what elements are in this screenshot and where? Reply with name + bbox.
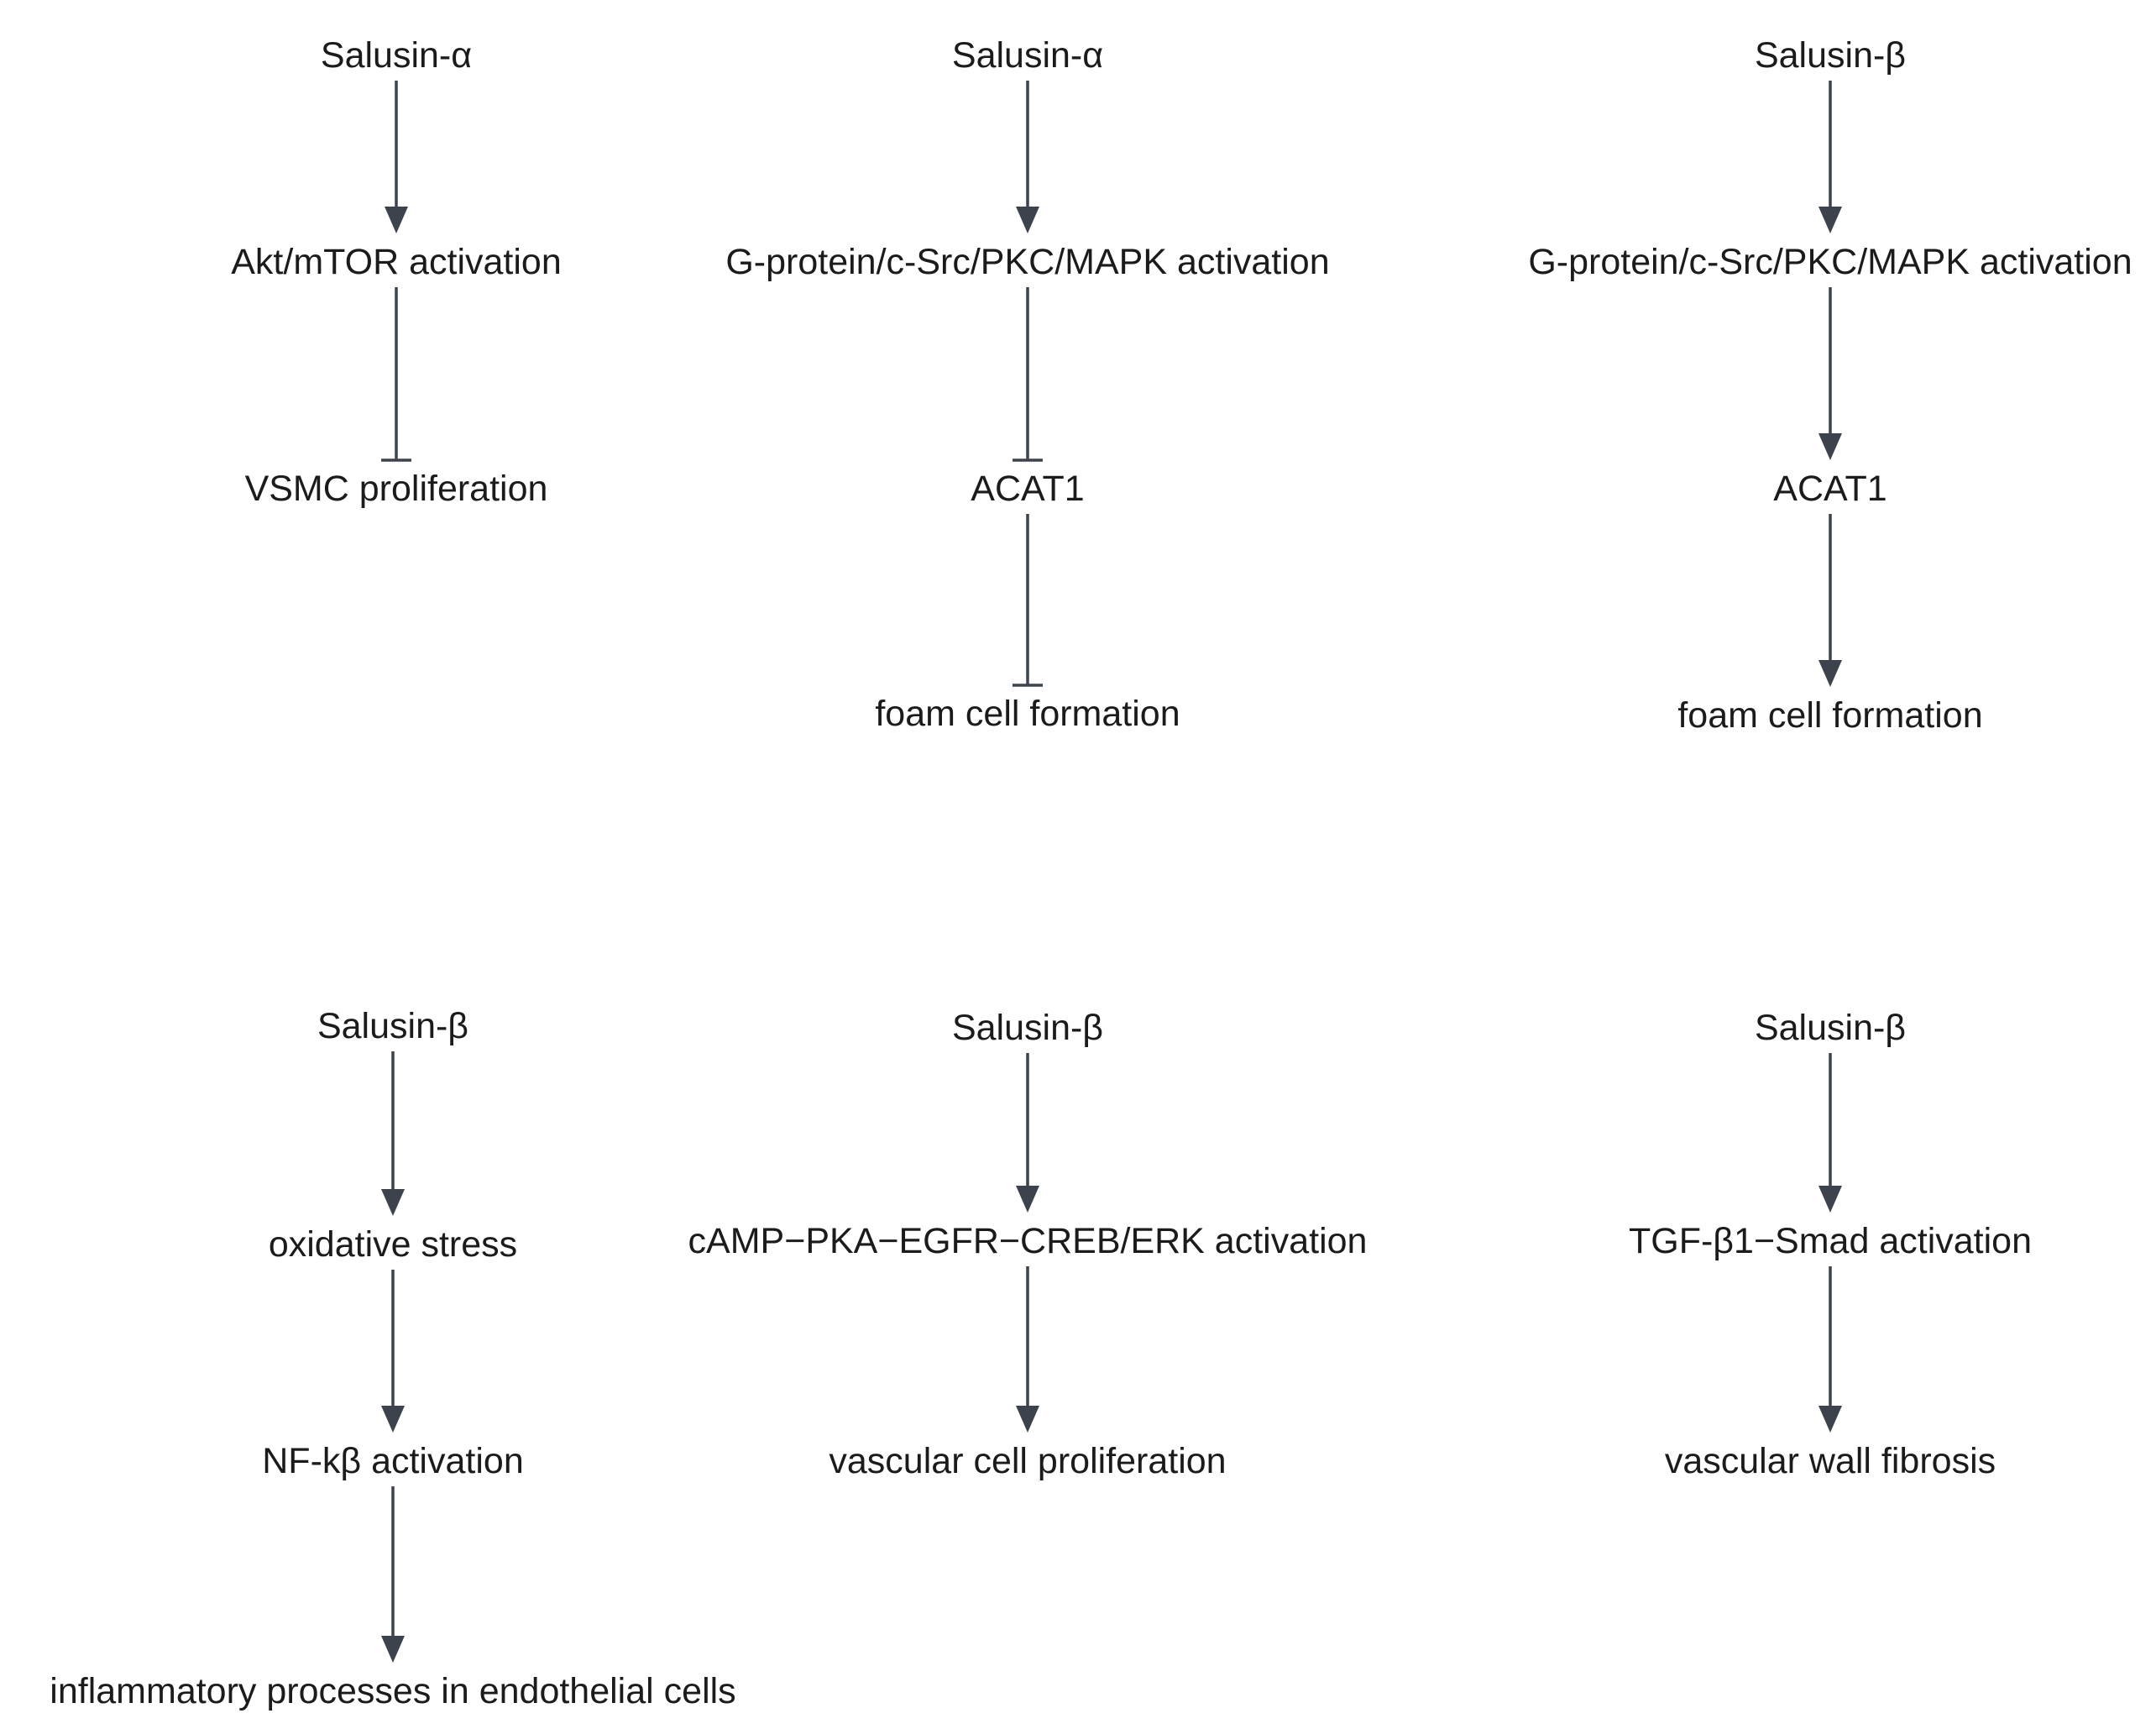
node-label: TGF-β1−Smad activation	[1629, 1221, 2032, 1261]
node-label: G-protein/c-Src/PKC/MAPK activation	[1528, 242, 2132, 282]
node-label: Salusin-α	[952, 35, 1103, 76]
inhibition-connector	[1013, 287, 1043, 462]
activation-arrow	[1016, 1266, 1039, 1433]
activation-arrow	[381, 1270, 405, 1433]
pathway-p3: Salusin-βG-protein/c-Src/PKC/MAPK activa…	[1528, 35, 2132, 736]
node-label: G-protein/c-Src/PKC/MAPK activation	[725, 242, 1329, 282]
node-label: foam cell formation	[875, 694, 1180, 734]
node-label: inflammatory processes in endothelial ce…	[50, 1671, 735, 1711]
pathway-p2: Salusin-αG-protein/c-Src/PKC/MAPK activa…	[725, 35, 1329, 734]
node-label: vascular wall fibrosis	[1665, 1441, 1996, 1481]
arrow-head-icon	[1818, 660, 1842, 687]
activation-arrow	[1818, 1266, 1842, 1433]
node-label: NF-kβ activation	[262, 1441, 523, 1481]
arrow-head-icon	[1818, 207, 1842, 233]
arrow-head-icon	[1016, 207, 1039, 233]
node-label: Akt/mTOR activation	[231, 242, 562, 282]
activation-arrow	[1016, 81, 1039, 233]
node-label: ACAT1	[971, 469, 1084, 509]
activation-arrow	[385, 81, 408, 233]
arrow-head-icon	[381, 1406, 405, 1433]
activation-arrow	[1818, 1053, 1842, 1213]
node-label: cAMP−PKA−EGFR−CREB/ERK activation	[688, 1221, 1368, 1261]
activation-arrow	[1818, 287, 1842, 460]
inhibition-connector	[381, 287, 411, 462]
node-label: Salusin-β	[1755, 1008, 1906, 1048]
activation-arrow	[1818, 514, 1842, 687]
arrow-head-icon	[1818, 1406, 1842, 1433]
arrow-head-icon	[1818, 433, 1842, 460]
node-label: Salusin-β	[317, 1006, 468, 1046]
node-label: foam cell formation	[1677, 695, 1982, 736]
node-label: Salusin-β	[1755, 35, 1906, 76]
activation-arrow	[381, 1051, 405, 1216]
activation-arrow	[381, 1486, 405, 1663]
arrow-head-icon	[381, 1189, 405, 1216]
activation-arrow	[1818, 81, 1842, 233]
node-label: Salusin-α	[321, 35, 472, 76]
arrow-head-icon	[385, 207, 408, 233]
pathway-p5: Salusin-β cAMP−PKA−EGFR−CREB/ERK activati…	[688, 1008, 1368, 1481]
arrow-head-icon	[381, 1636, 405, 1663]
activation-arrow	[1016, 1053, 1039, 1213]
node-label: VSMC proliferation	[245, 469, 548, 509]
arrow-head-icon	[1818, 1186, 1842, 1213]
inhibition-connector	[1013, 514, 1043, 687]
node-label: Salusin-β	[952, 1008, 1103, 1048]
arrow-head-icon	[1016, 1186, 1039, 1213]
node-label: vascular cell proliferation	[829, 1441, 1226, 1481]
node-label: oxidative stress	[269, 1224, 517, 1265]
arrow-head-icon	[1016, 1406, 1039, 1433]
node-label: ACAT1	[1773, 469, 1886, 509]
